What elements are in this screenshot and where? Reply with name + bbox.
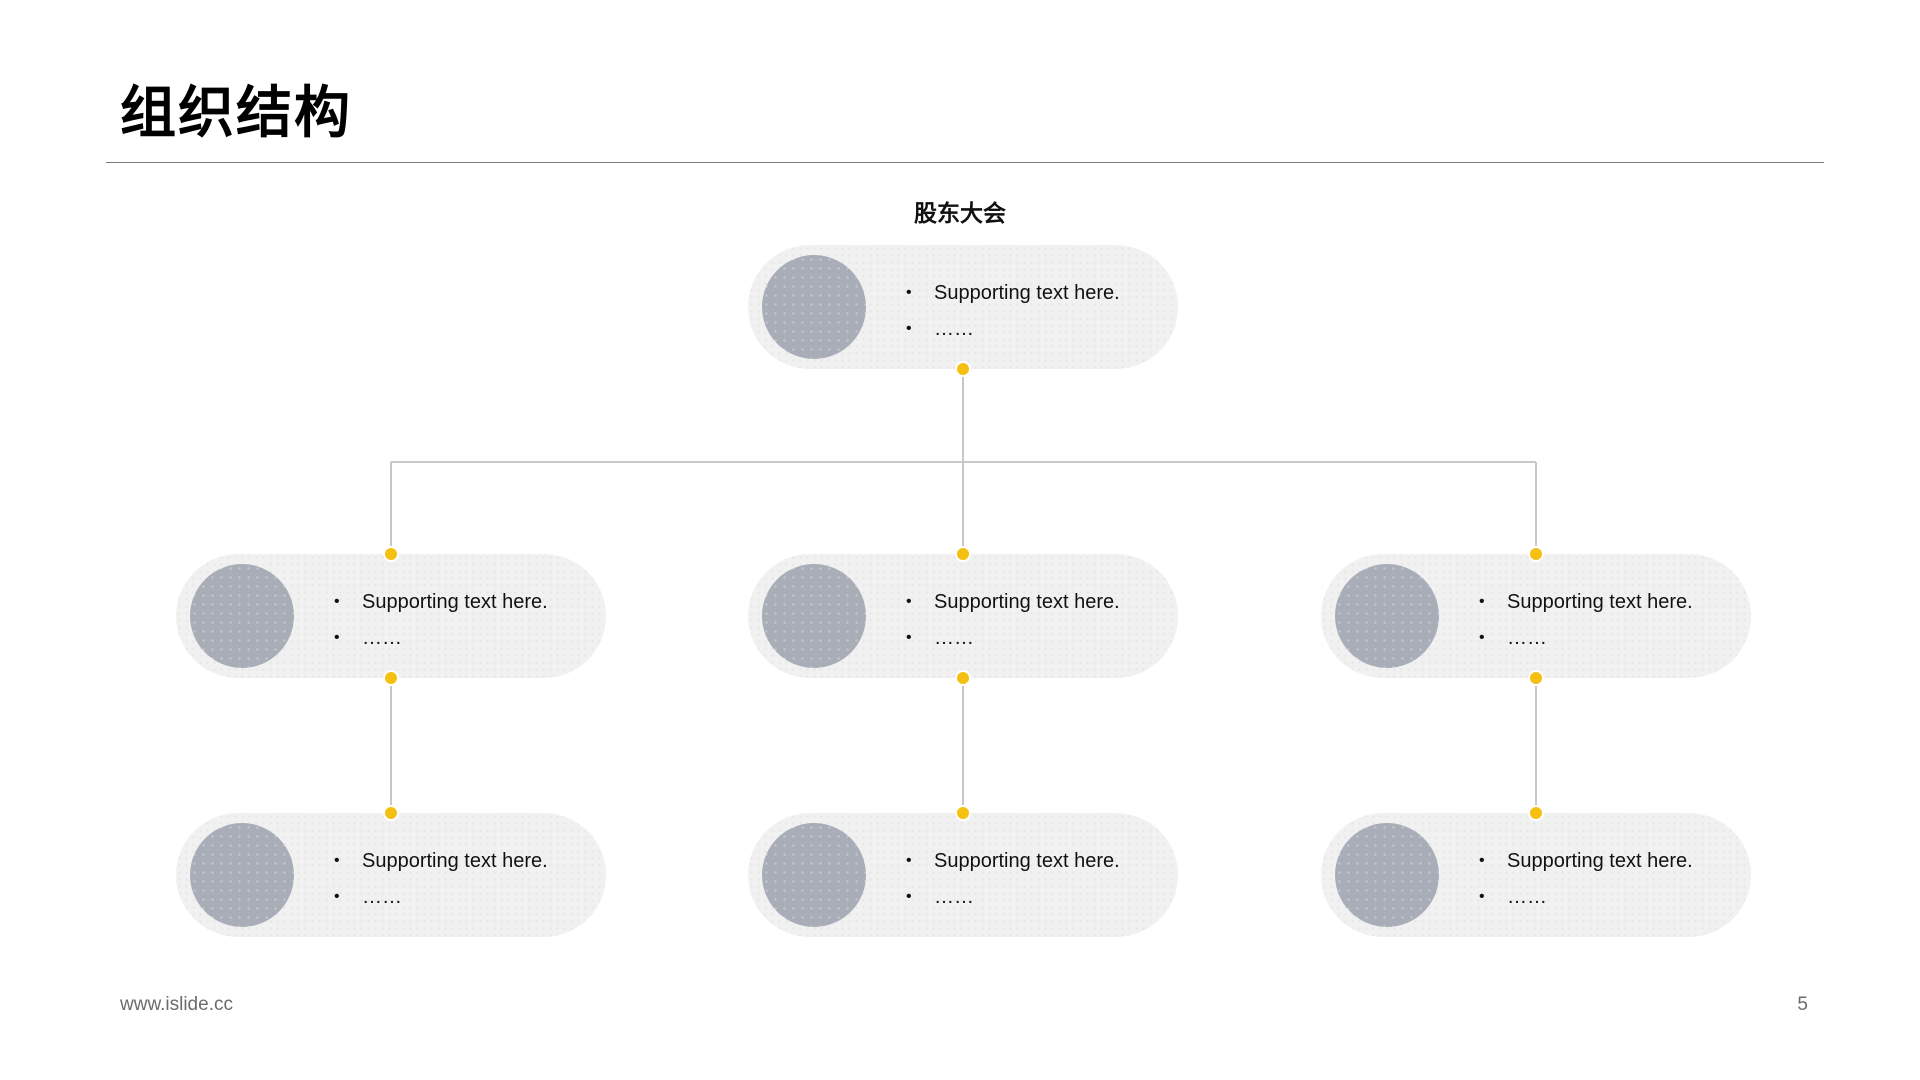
node-text-line: ……: [906, 311, 1120, 347]
node-text-line: ……: [334, 879, 548, 915]
node-text-line: Supporting text here.: [1479, 843, 1693, 879]
org-node-level3-right: Supporting text here. ……: [1321, 813, 1751, 937]
node-text-line: ……: [906, 879, 1120, 915]
node-text-line: ……: [1479, 620, 1693, 656]
org-node-level3-center: Supporting text here. ……: [748, 813, 1178, 937]
node-text-line: Supporting text here.: [906, 843, 1120, 879]
node-text-line: Supporting text here.: [334, 843, 548, 879]
connector-dot: [955, 670, 971, 686]
org-node-level3-left: Supporting text here. ……: [176, 813, 606, 937]
connector-dot: [1528, 805, 1544, 821]
node-text-line: Supporting text here.: [906, 275, 1120, 311]
avatar-placeholder: [190, 564, 294, 668]
connector-dot: [955, 805, 971, 821]
page-title: 组织结构: [120, 81, 352, 146]
connector-dot: [955, 361, 971, 377]
connector-dot: [383, 670, 399, 686]
node-text-line: ……: [1479, 879, 1693, 915]
node-text-list: Supporting text here. ……: [906, 584, 1120, 656]
avatar-placeholder: [762, 823, 866, 927]
org-node-level2-left: Supporting text here. ……: [176, 554, 606, 678]
connector-dot: [1528, 546, 1544, 562]
page-number: 5: [1797, 994, 1808, 1015]
avatar-placeholder: [762, 564, 866, 668]
node-text-list: Supporting text here. ……: [334, 584, 548, 656]
node-text-line: ……: [906, 620, 1120, 656]
node-text-list: Supporting text here. ……: [1479, 584, 1693, 656]
footer-url: www.islide.cc: [120, 994, 233, 1015]
connector-dot: [383, 546, 399, 562]
node-text-list: Supporting text here. ……: [906, 843, 1120, 915]
node-text-line: ……: [334, 620, 548, 656]
avatar-placeholder: [1335, 564, 1439, 668]
connector-dot: [955, 546, 971, 562]
avatar-placeholder: [190, 823, 294, 927]
title-divider: [106, 162, 1824, 163]
org-node-root: Supporting text here. ……: [748, 245, 1178, 369]
connector-dot: [1528, 670, 1544, 686]
node-text-list: Supporting text here. ……: [906, 275, 1120, 347]
org-node-level2-right: Supporting text here. ……: [1321, 554, 1751, 678]
avatar-placeholder: [762, 255, 866, 359]
org-node-level2-center: Supporting text here. ……: [748, 554, 1178, 678]
connector-dot: [383, 805, 399, 821]
node-text-list: Supporting text here. ……: [334, 843, 548, 915]
avatar-placeholder: [1335, 823, 1439, 927]
node-text-line: Supporting text here.: [334, 584, 548, 620]
node-text-line: Supporting text here.: [906, 584, 1120, 620]
root-node-label: 股东大会: [914, 201, 1006, 227]
node-text-line: Supporting text here.: [1479, 584, 1693, 620]
node-text-list: Supporting text here. ……: [1479, 843, 1693, 915]
